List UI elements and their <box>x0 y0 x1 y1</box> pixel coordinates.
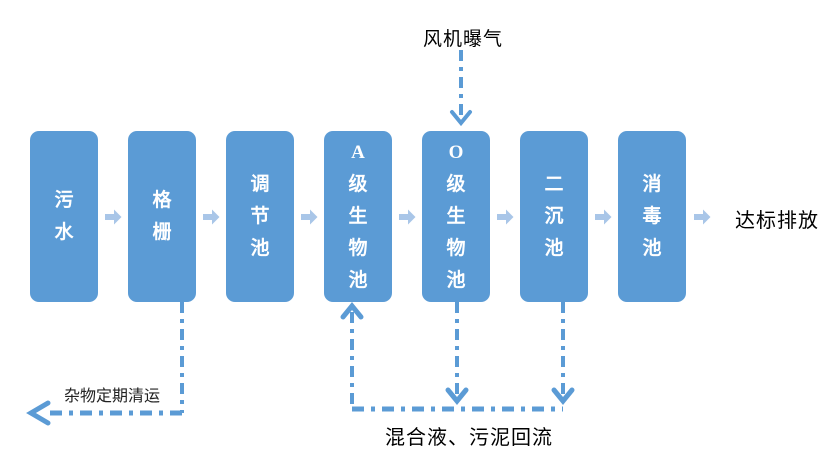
process-box-a-bio-tank: A级生物池 <box>324 131 392 302</box>
arrowhead-left-icon <box>26 400 51 426</box>
flow-arrow-icon <box>105 209 122 225</box>
flow-arrow-icon <box>399 209 416 225</box>
process-box-disinfection-tank: 消毒池 <box>618 131 686 302</box>
flow-arrow-icon <box>694 209 711 225</box>
arrowhead-down-icon <box>450 110 472 127</box>
process-box-label: 消毒池 <box>642 173 662 259</box>
flow-arrow-icon <box>203 209 220 225</box>
process-box-label: 污水 <box>54 189 74 243</box>
process-box-label: 调节池 <box>250 173 270 259</box>
flow-arrow-icon <box>595 209 612 225</box>
process-box-sewage: 污水 <box>30 131 98 302</box>
arrowhead-up-icon <box>340 302 364 320</box>
process-box-label: 格栅 <box>152 189 172 243</box>
aeration-dashed-arrow <box>450 50 472 127</box>
process-box-regulating-tank: 调节池 <box>226 131 294 302</box>
process-box-secondary-clarifier: 二沉池 <box>520 131 588 302</box>
aeration-label: 风机曝气 <box>423 29 504 50</box>
return-flow-dashed-lines <box>340 302 575 412</box>
flow-arrow-icon <box>301 209 318 225</box>
arrowhead-down-icon <box>551 387 575 405</box>
process-box-label: O级生物池 <box>446 141 466 291</box>
return-flow-label: 混合液、污泥回流 <box>385 427 553 449</box>
process-box-label: A级生物池 <box>348 141 368 291</box>
flow-arrow-icon <box>497 209 514 225</box>
process-box-label: 二沉池 <box>544 173 564 259</box>
process-box-screen: 格栅 <box>128 131 196 302</box>
arrowhead-down-icon <box>445 387 469 405</box>
process-box-o-bio-tank: O级生物池 <box>422 131 490 302</box>
discharge-label: 达标排放 <box>735 210 819 232</box>
debris-removal-label: 杂物定期清运 <box>64 388 161 405</box>
